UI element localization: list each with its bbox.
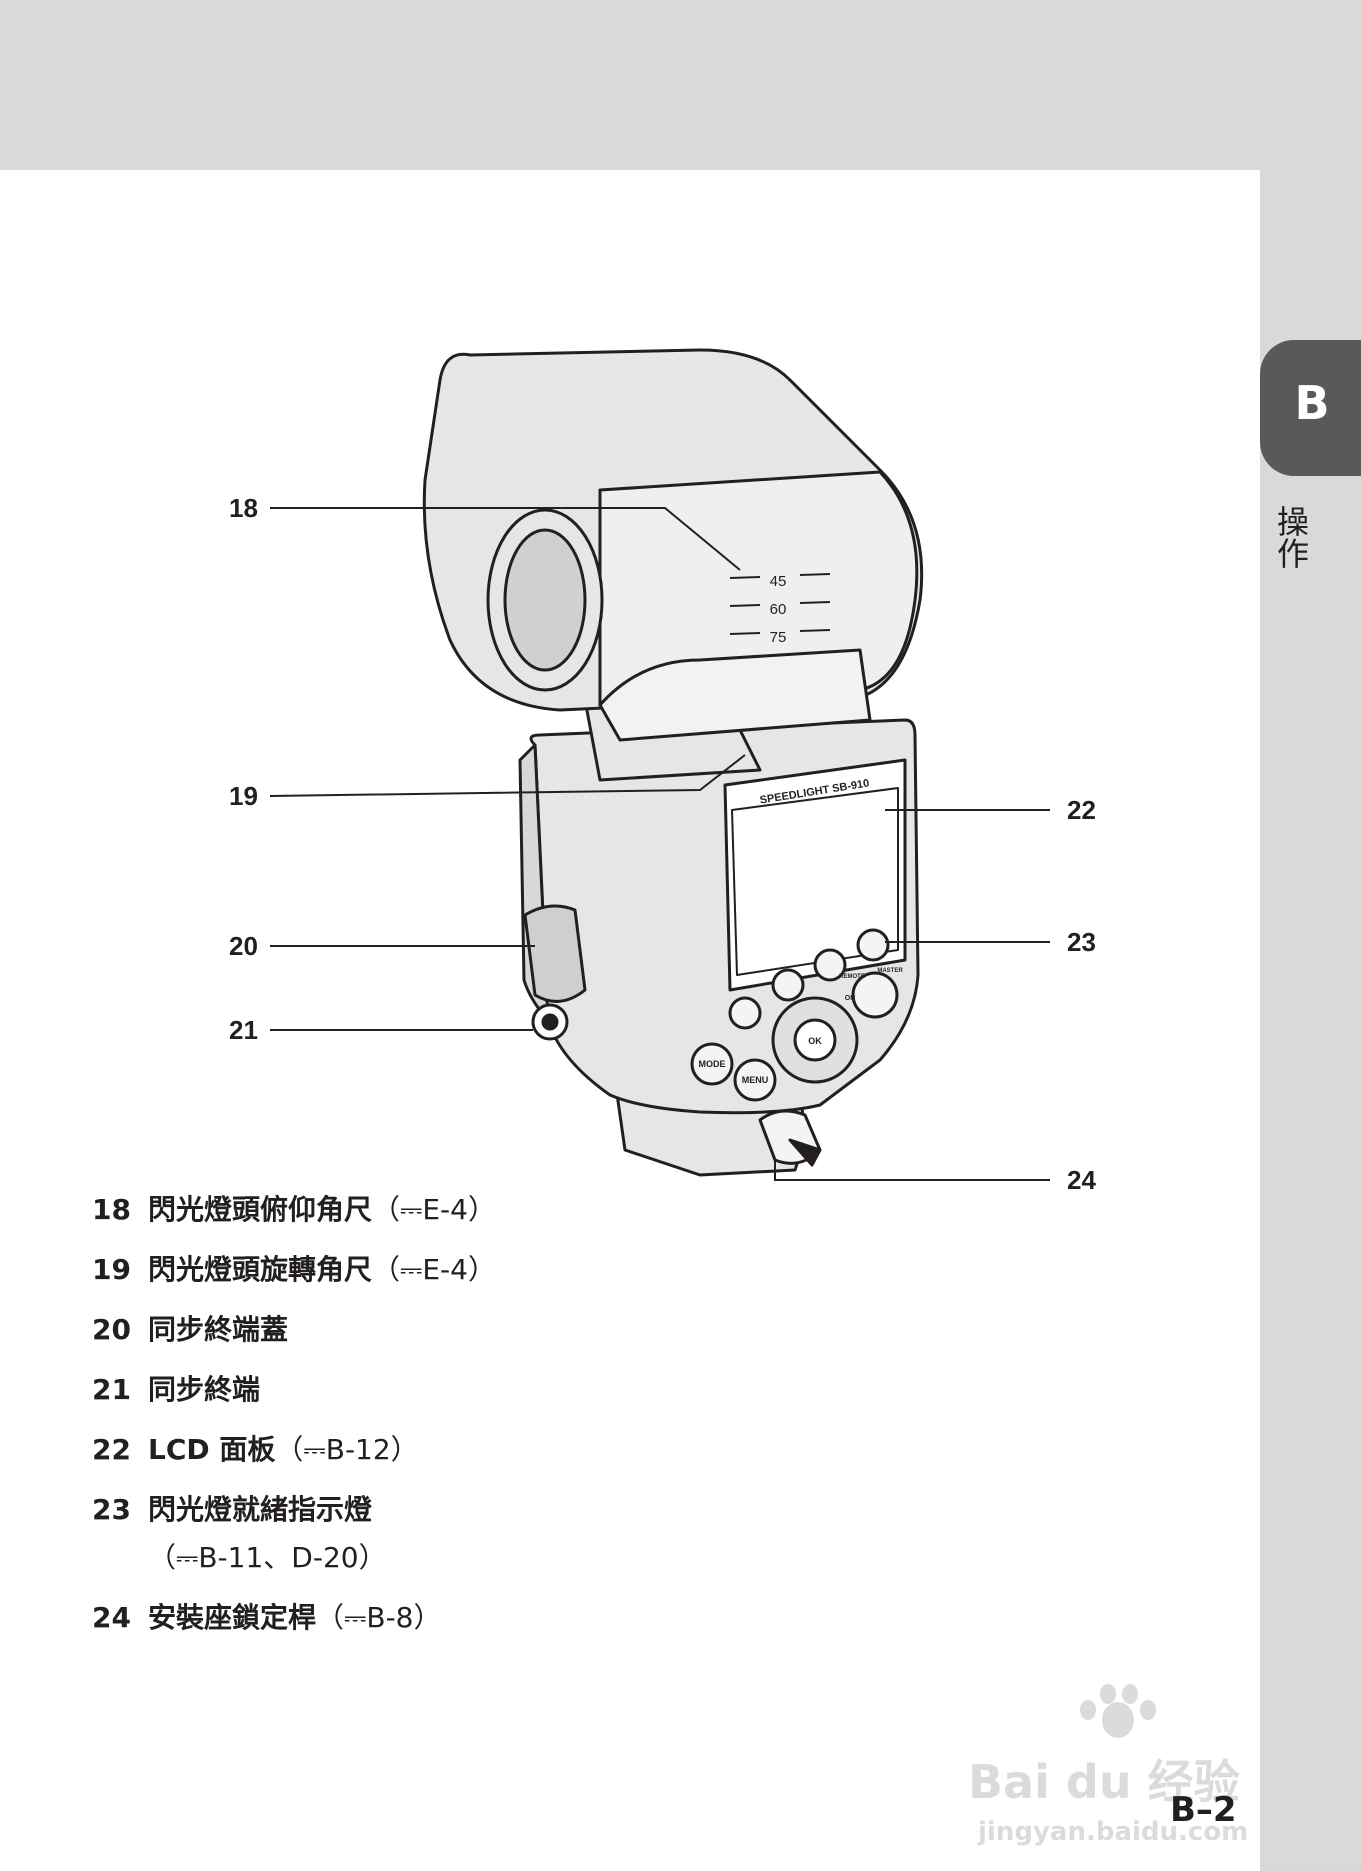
ready-light-button bbox=[856, 928, 890, 962]
callout-19: 19 bbox=[229, 781, 258, 811]
chapter-label: 操作 bbox=[1272, 505, 1310, 569]
leader-19 bbox=[269, 754, 746, 797]
remote-label: REMOTE bbox=[839, 974, 865, 980]
sync-terminal-cover bbox=[523, 904, 587, 1003]
power-switch bbox=[851, 971, 899, 1019]
callout-21: 21 bbox=[229, 1015, 258, 1045]
tilt-scale-60: 60 bbox=[770, 601, 787, 618]
mode-label: MODE bbox=[699, 1059, 726, 1069]
master-label: MASTER bbox=[877, 968, 903, 974]
flash-unit-illustration: 45 60 75 SPEEDLIGHT SB-910 MODE MENU OK … bbox=[269, 348, 1050, 1181]
baidu-watermark: Bai du 经验 jingyan.baidu.com bbox=[968, 1684, 1248, 1847]
paw-logo-icon bbox=[1080, 1684, 1156, 1738]
tilt-scale-45: 45 bbox=[770, 573, 787, 590]
watermark-url: jingyan.baidu.com bbox=[977, 1817, 1248, 1847]
callout-22: 22 bbox=[1067, 795, 1096, 825]
menu-button bbox=[733, 1058, 777, 1102]
tilt-scale-75: 75 bbox=[770, 629, 787, 646]
menu-label: MENU bbox=[742, 1075, 769, 1085]
button-2 bbox=[771, 968, 805, 1002]
chapter-tab bbox=[1260, 340, 1361, 476]
on-label: ON bbox=[845, 995, 856, 1002]
button-1 bbox=[728, 996, 762, 1030]
callout-20: 20 bbox=[229, 931, 258, 961]
ok-button bbox=[793, 1018, 837, 1062]
watermark-brand: Bai du 经验 bbox=[968, 1755, 1240, 1809]
legend-item-23-ref: （⎓B-11、D-20） bbox=[148, 1541, 387, 1574]
button-3 bbox=[813, 948, 847, 982]
callout-23: 23 bbox=[1067, 927, 1096, 957]
leader-18 bbox=[270, 507, 741, 571]
page-number: B–2 bbox=[1170, 1790, 1237, 1830]
chapter-tab-letter: B bbox=[1294, 376, 1330, 430]
callout-18: 18 bbox=[229, 493, 258, 523]
mode-button bbox=[690, 1042, 734, 1086]
leader-24 bbox=[774, 1160, 1050, 1181]
ok-label: OK bbox=[808, 1036, 822, 1046]
callout-24: 24 bbox=[1067, 1165, 1096, 1195]
header-band bbox=[0, 0, 1361, 170]
